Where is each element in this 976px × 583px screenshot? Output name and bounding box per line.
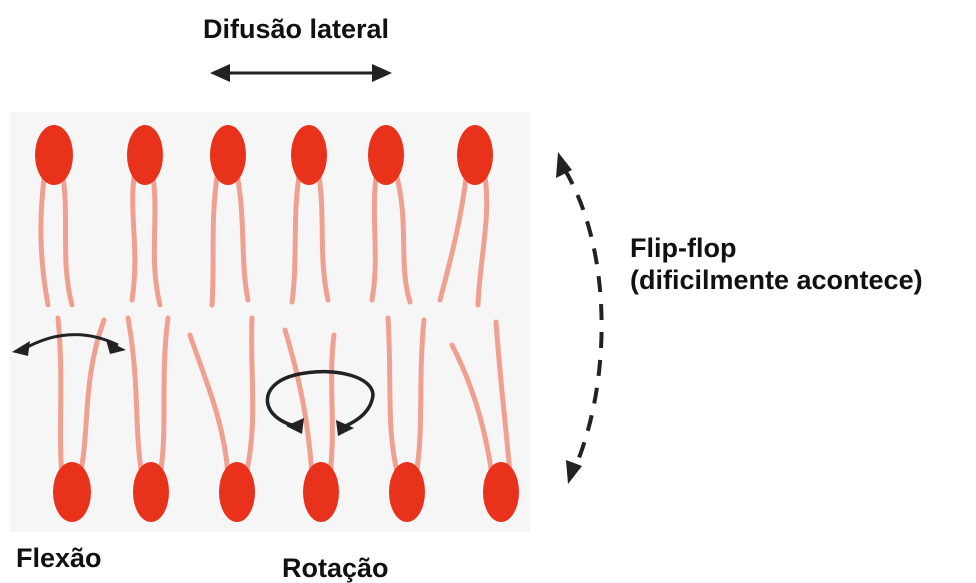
lipid-head	[303, 462, 339, 522]
lipid-head	[53, 462, 91, 522]
bilayer-background	[10, 112, 530, 532]
lipid-head	[133, 462, 169, 522]
flip-flop-label-line2: (dificilmente acontece)	[630, 264, 923, 296]
flip-flop-label: Flip-flop (dificilmente acontece)	[630, 232, 923, 297]
flip-flop-label-line1: Flip-flop	[630, 232, 923, 264]
lateral-diffusion-arrow-icon	[210, 64, 392, 82]
lipid-head	[35, 125, 73, 185]
lipid-head	[127, 125, 163, 185]
lipid-head	[210, 125, 246, 185]
lipid-head	[483, 462, 519, 522]
lipid-head	[457, 125, 493, 185]
flexion-label: Flexão	[16, 542, 102, 574]
flip-flop-arrow-icon	[556, 152, 602, 484]
rotation-label: Rotação	[282, 552, 389, 583]
lipid-head	[368, 125, 404, 185]
lateral-diffusion-label: Difusão lateral	[203, 13, 389, 45]
lipid-head	[219, 462, 255, 522]
lipid-head	[389, 462, 425, 522]
lipid-head	[291, 125, 327, 185]
